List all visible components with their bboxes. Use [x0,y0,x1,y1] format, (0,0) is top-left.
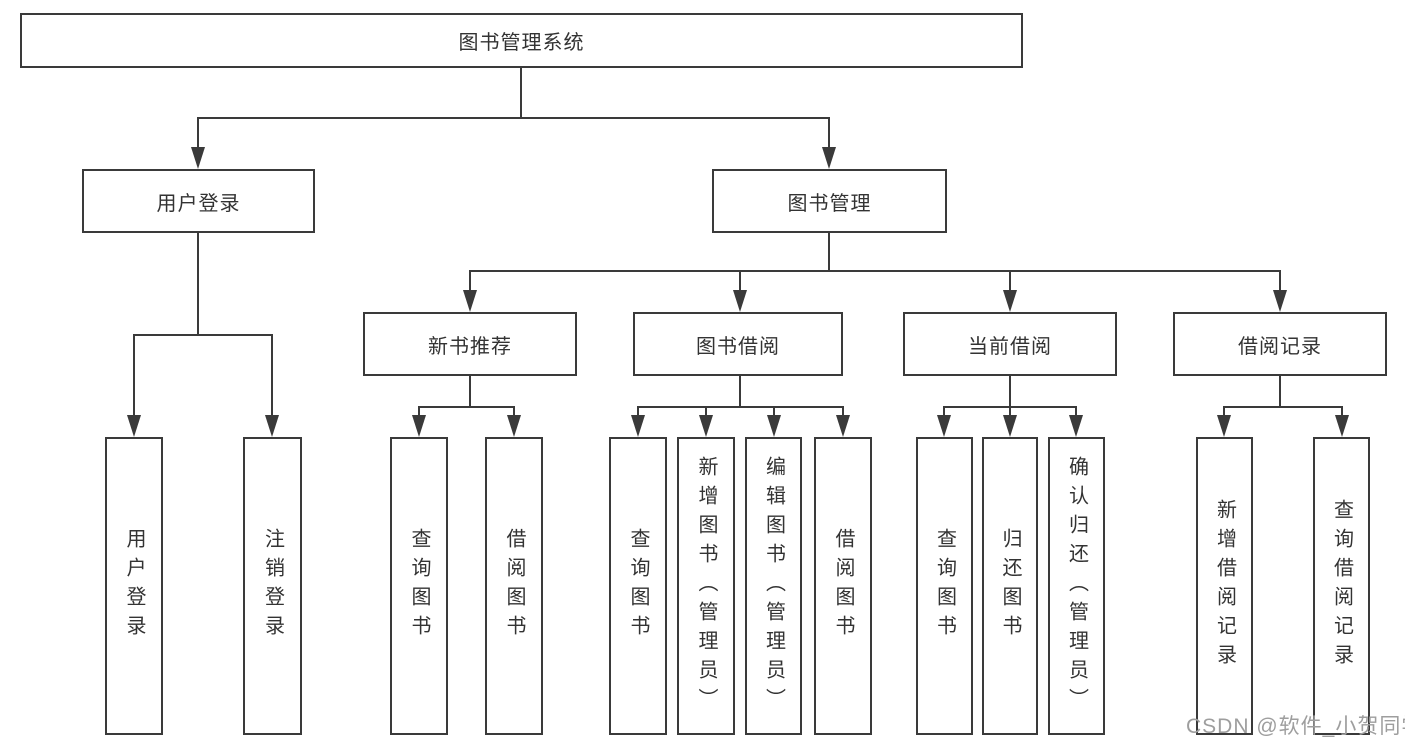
arrow-down-icon [412,415,426,437]
arrow-down-icon [733,290,747,312]
arrow-down-icon [265,415,279,437]
arrow-down-icon [191,147,205,169]
leaf-confirm-return-admin: 确认归还（管理员） [1048,437,1105,735]
leaf-borrow-books-1: 借阅图书 [485,437,543,735]
leaf-user-login: 用户登录 [105,437,163,735]
arrow-down-icon [699,415,713,437]
node-book-borrow: 图书借阅 [633,312,843,376]
leaf-add-borrow-record: 新增借阅记录 [1196,437,1253,735]
arrow-down-icon [937,415,951,437]
node-book-management-module: 图书管理 [712,169,947,233]
leaf-logout: 注销登录 [243,437,302,735]
arrow-down-icon [463,290,477,312]
arrow-down-icon [1217,415,1231,437]
leaf-add-books-admin: 新增图书（管理员） [677,437,735,735]
arrow-down-icon [1335,415,1349,437]
arrow-down-icon [1273,290,1287,312]
arrow-down-icon [1003,290,1017,312]
leaf-query-books-2: 查询图书 [609,437,667,735]
node-borrow-records: 借阅记录 [1173,312,1387,376]
arrow-down-icon [1003,415,1017,437]
node-root-system: 图书管理系统 [20,13,1023,68]
arrow-down-icon [836,415,850,437]
leaf-return-books: 归还图书 [982,437,1038,735]
node-current-borrow: 当前借阅 [903,312,1117,376]
leaf-query-books-1: 查询图书 [390,437,448,735]
csdn-watermark: CSDN @软件_小贺同学 [1186,715,1405,738]
arrowheads [127,147,1349,437]
node-new-book-recommend: 新书推荐 [363,312,577,376]
leaf-edit-books-admin: 编辑图书（管理员） [745,437,802,735]
leaf-query-borrow-record: 查询借阅记录 [1313,437,1370,735]
connector-paths [133,68,1343,434]
node-user-login-module: 用户登录 [82,169,315,233]
leaf-query-books-3: 查询图书 [916,437,973,735]
leaf-borrow-books-2: 借阅图书 [814,437,872,735]
arrow-down-icon [767,415,781,437]
arrow-down-icon [127,415,141,437]
arrow-down-icon [822,147,836,169]
arrow-down-icon [1069,415,1083,437]
arrow-down-icon [631,415,645,437]
arrow-down-icon [507,415,521,437]
